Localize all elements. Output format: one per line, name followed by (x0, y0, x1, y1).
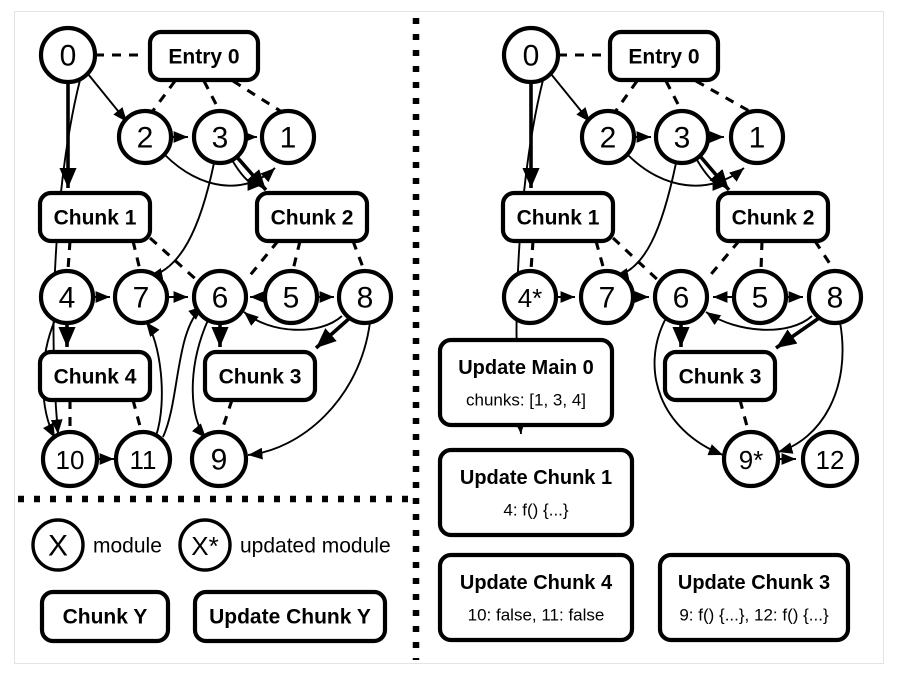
right-module-3[interactable]: 3 (653, 108, 711, 166)
legend-module-glyph: X (48, 530, 68, 563)
left-module-8[interactable]: 8 (336, 268, 394, 326)
right-module-8[interactable]: 8 (806, 268, 864, 326)
left-module-3[interactable]: 3 (191, 108, 249, 166)
chunk-label: Chunk 4 (54, 366, 137, 389)
module-label: 8 (357, 282, 374, 315)
module-label: 3 (212, 122, 229, 155)
module-label: 3 (674, 122, 691, 155)
update-body: 10: false, 11: false (468, 606, 605, 625)
module-label: 6 (673, 282, 690, 315)
legend-update-chunk-box: Update Chunk Y (192, 589, 388, 644)
update-chunk-1-box[interactable]: Update Chunk 1 4: f() {...} (437, 447, 635, 538)
module-label: 4 (59, 282, 76, 315)
right-module-12[interactable]: 12 (800, 429, 860, 489)
left-module-9[interactable]: 9 (189, 429, 249, 489)
update-main-0-box[interactable]: Update Main 0 chunks: [1, 3, 4] (437, 337, 615, 428)
left-chunk-1[interactable]: Chunk 1 (37, 190, 153, 244)
right-module-4-updated[interactable]: 4* (501, 268, 559, 326)
right-chunk-entry-0[interactable]: Entry 0 (607, 29, 721, 83)
left-chunk-4[interactable]: Chunk 4 (37, 349, 153, 403)
left-module-7[interactable]: 7 (112, 268, 170, 326)
module-label: 5 (283, 282, 300, 315)
left-module-6[interactable]: 6 (191, 268, 249, 326)
chunk-label: Entry 0 (168, 46, 239, 69)
left-chunk-2[interactable]: Chunk 2 (254, 190, 370, 244)
legend-update-chunk-label: Update Chunk Y (209, 606, 371, 629)
update-chunk-3-box[interactable]: Update Chunk 3 9: f() {...}, 12: f() {..… (657, 552, 851, 643)
update-body: 9: f() {...}, 12: f() {...} (679, 606, 829, 625)
right-chunk-3[interactable]: Chunk 3 (662, 349, 778, 403)
chunk-label: Entry 0 (628, 46, 699, 69)
right-module-2[interactable]: 2 (579, 108, 637, 166)
left-module-4[interactable]: 4 (38, 268, 96, 326)
legend-module-symbol: X (31, 518, 85, 572)
left-module-1[interactable]: 1 (259, 108, 317, 166)
legend-chunk-label: Chunk Y (63, 606, 148, 629)
left-module-2[interactable]: 2 (116, 108, 174, 166)
left-module-0[interactable]: 0 (38, 25, 98, 85)
module-label: 2 (600, 122, 617, 155)
right-chunk-1[interactable]: Chunk 1 (500, 190, 616, 244)
module-label: 0 (523, 40, 540, 73)
module-label: 1 (749, 122, 766, 155)
legend-module-label: module (93, 535, 162, 558)
left-chunk-3[interactable]: Chunk 3 (202, 349, 318, 403)
left-module-10[interactable]: 10 (40, 429, 100, 489)
module-label: 7 (133, 282, 150, 315)
module-label: 5 (752, 282, 769, 315)
module-label: 0 (60, 40, 77, 73)
module-label: 11 (130, 445, 157, 475)
chunk-label: Chunk 3 (679, 366, 762, 389)
module-label: 6 (212, 282, 229, 315)
update-chunk-4-box[interactable]: Update Chunk 4 10: false, 11: false (437, 552, 635, 643)
chunk-label: Chunk 3 (219, 366, 302, 389)
chunk-label: Chunk 2 (732, 207, 815, 230)
module-label: 4* (518, 283, 543, 313)
right-module-9-updated[interactable]: 9* (721, 429, 781, 489)
update-title: Update Main 0 (458, 357, 594, 379)
right-module-6[interactable]: 6 (652, 268, 710, 326)
module-label: 8 (827, 282, 844, 315)
update-body: chunks: [1, 3, 4] (466, 391, 586, 410)
module-label: 1 (280, 122, 297, 155)
right-module-7[interactable]: 7 (578, 268, 636, 326)
chunk-label: Chunk 1 (54, 207, 137, 230)
left-chunk-entry-0[interactable]: Entry 0 (147, 29, 261, 83)
update-title: Update Chunk 3 (678, 572, 830, 594)
legend-updated-module-symbol: X* (178, 518, 232, 572)
update-title: Update Chunk 1 (460, 467, 612, 489)
module-label: 2 (137, 122, 154, 155)
module-label: 7 (599, 282, 616, 315)
legend-chunk-box: Chunk Y (39, 589, 171, 644)
legend-updated-module-glyph: X* (191, 531, 218, 561)
right-module-1[interactable]: 1 (728, 108, 786, 166)
right-module-5[interactable]: 5 (731, 268, 789, 326)
module-label: 10 (56, 445, 85, 475)
left-module-11[interactable]: 11 (113, 429, 173, 489)
module-label: 9 (211, 444, 228, 477)
right-panel-edges (513, 53, 844, 465)
left-module-5[interactable]: 5 (262, 268, 320, 326)
chunk-label: Chunk 2 (271, 207, 354, 230)
chunk-label: Chunk 1 (517, 207, 600, 230)
update-title: Update Chunk 4 (460, 572, 613, 594)
module-label: 9* (739, 445, 764, 475)
update-body: 4: f() {...} (503, 501, 569, 520)
module-label: 12 (816, 445, 845, 475)
legend-updated-module-label: updated module (240, 535, 391, 558)
right-module-0[interactable]: 0 (501, 25, 561, 85)
right-chunk-2[interactable]: Chunk 2 (715, 190, 831, 244)
